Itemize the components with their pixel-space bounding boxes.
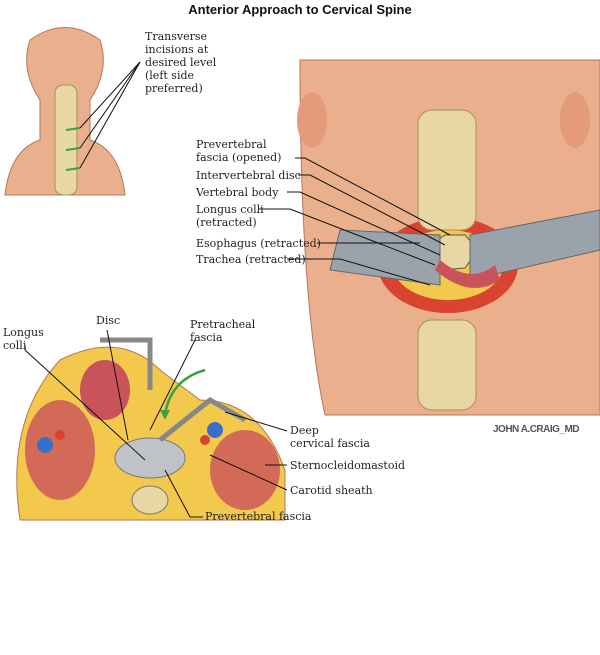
upper-retractor	[100, 337, 153, 390]
label-line: Deep	[290, 424, 319, 437]
trachea-section	[80, 360, 130, 420]
label-longus-colli-retracted: Longus colli (retracted)	[196, 203, 264, 229]
left-ear	[297, 92, 327, 148]
left-jugular-vein	[37, 437, 53, 453]
head-tilted-illustration	[4, 27, 141, 196]
leader-lines	[24, 329, 288, 518]
label-carotid-sheath: Carotid sheath	[290, 484, 373, 497]
label-intervertebral-disc: Intervertebral disc	[196, 169, 301, 182]
neck-surgical-view-illustration	[258, 59, 600, 416]
label-line: colli	[3, 339, 27, 352]
label-transverse-incisions: Transverse incisions at desired level (l…	[145, 30, 216, 95]
label-vertebral-body: Vertebral body	[196, 186, 279, 199]
upper-vertebrae	[417, 109, 477, 231]
label-line: fascia	[190, 331, 223, 344]
lower-retractor	[158, 396, 247, 442]
label-line: Transverse	[145, 30, 208, 43]
label-sternocleidomastoid: Sternocleidomastoid	[290, 459, 406, 472]
left-muscle	[25, 400, 95, 500]
artist-signature: JOHN A.CRAIG_MD	[493, 424, 580, 435]
incision-marks	[65, 127, 81, 171]
label-longus-colli: Longus colli	[3, 326, 44, 352]
lower-vertebrae	[417, 319, 477, 411]
label-pretracheal-fascia: Pretracheal fascia	[190, 318, 255, 344]
label-line: Prevertebral	[196, 138, 267, 151]
longus-colli-muscle	[435, 260, 500, 288]
left-retractor	[329, 229, 441, 286]
left-carotid-artery	[55, 430, 65, 440]
label-line: (retracted)	[196, 216, 257, 229]
spinal-cord-section	[131, 485, 169, 515]
label-line: (left side	[145, 69, 195, 82]
label-line: Longus colli	[196, 203, 264, 216]
leader-lines	[258, 157, 451, 286]
label-deep-cervical-fascia: Deep cervical fascia	[290, 424, 370, 450]
cross-section-illustration	[16, 329, 288, 521]
cervical-spine	[54, 84, 78, 196]
arrow-head-icon	[160, 410, 170, 420]
disc-section	[114, 437, 186, 479]
label-line: Pretracheal	[190, 318, 256, 331]
label-line: fascia (opened)	[196, 151, 282, 164]
leader-lines	[79, 61, 141, 169]
label-line: preferred)	[145, 82, 203, 95]
label-prevertebral-fascia-opened: Prevertebral fascia (opened)	[196, 138, 281, 164]
label-prevertebral-fascia: Prevertebral fascia	[205, 510, 312, 523]
label-line: desired level	[145, 56, 217, 69]
sternocleidomastoid-muscle	[210, 430, 280, 510]
label-esophagus: Esophagus (retracted)	[196, 237, 321, 250]
label-line: Longus	[3, 326, 44, 339]
label-trachea: Trachea (retracted)	[196, 253, 306, 266]
right-retractor	[469, 209, 600, 281]
approach-arrow	[163, 368, 206, 416]
label-line: cervical fascia	[290, 437, 370, 450]
right-jugular-vein	[207, 422, 223, 438]
label-disc: Disc	[96, 314, 121, 327]
figure-title: Anterior Approach to Cervical Spine	[188, 2, 412, 17]
right-carotid-artery	[200, 435, 210, 445]
right-ear	[560, 92, 590, 148]
label-line: incisions at	[145, 43, 209, 56]
